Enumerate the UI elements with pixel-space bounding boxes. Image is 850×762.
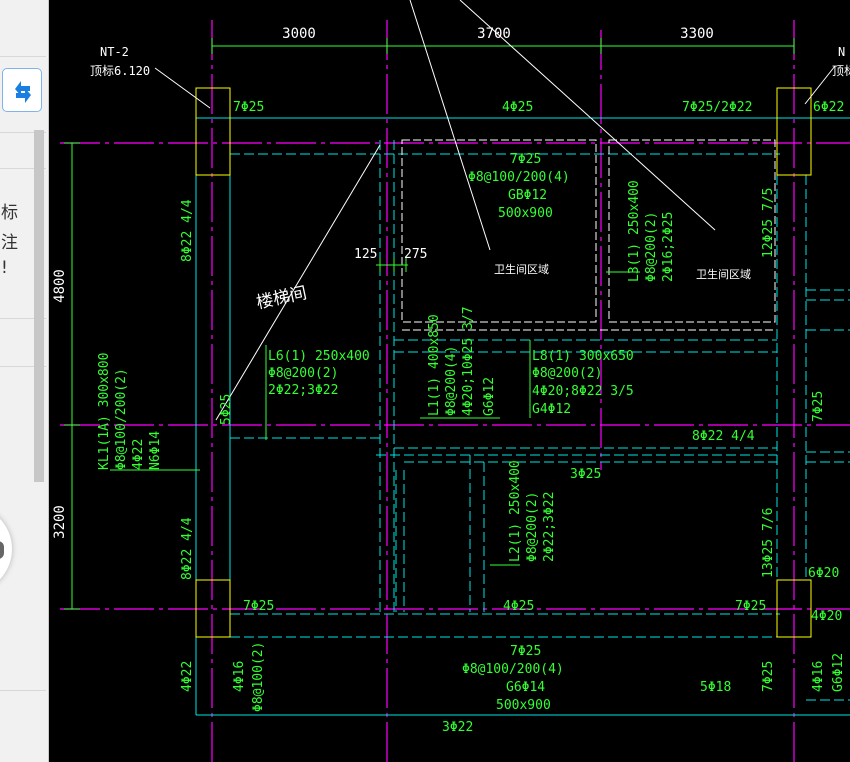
nt-mark-left: NT-2	[100, 45, 129, 59]
rebar-text: N6Φ14	[148, 431, 163, 470]
dim-cut-b: 275	[404, 247, 427, 262]
rebar-text: 5Φ25	[219, 394, 234, 425]
rebar-text: 6Φ20	[808, 566, 839, 581]
room-label-stair: 楼梯间	[255, 283, 309, 313]
rebar-text: 8Φ22 4/4	[180, 517, 195, 580]
rebar-text: G6Φ12	[482, 377, 497, 416]
dim-cut-a: 125	[354, 247, 377, 262]
nt-mark-right: N	[838, 45, 845, 59]
rebar-text: 4Φ20;8Φ22 3/5	[532, 384, 634, 399]
rebar-text: 3Φ25	[570, 467, 601, 482]
dim-top-1: 3000	[282, 26, 316, 42]
columns	[195, 87, 812, 638]
rebar-text: 4Φ25	[503, 599, 534, 614]
rebar-text: 4Φ22	[180, 661, 195, 692]
rebar-text: L8(1) 300x650	[532, 349, 634, 364]
rebar-text: Φ8@200(2)	[268, 366, 338, 381]
panel-divider	[0, 132, 46, 133]
grid-lines	[60, 20, 850, 762]
dim-left-1: 4800	[52, 269, 68, 303]
rebar-text: G4Φ12	[532, 402, 571, 417]
dimension-lines	[64, 38, 795, 610]
panel-divider	[0, 56, 46, 57]
rebar-text: 7Φ25	[510, 644, 541, 659]
rebar-text: Φ8@100(2)	[251, 642, 266, 712]
rebar-text: GBΦ12	[508, 188, 547, 203]
rebar-text: Φ8@200(4)	[444, 346, 459, 416]
column-top-right	[776, 87, 812, 176]
rebar-text: G6Φ14	[506, 680, 545, 695]
floating-toggle-button[interactable]	[0, 505, 12, 593]
panel-divider	[0, 366, 46, 367]
rebar-text: 4Φ16	[232, 661, 247, 692]
rebar-text: 7Φ25	[243, 599, 274, 614]
rebar-text: Φ8@200(2)	[644, 212, 659, 282]
rebar-text: Φ8@100/200(4)	[462, 662, 564, 677]
column-top-left	[195, 87, 231, 176]
rebar-text: 4Φ20;10Φ25 3/7	[461, 306, 476, 416]
room-outlines	[401, 139, 776, 331]
panel-divider	[0, 690, 46, 691]
rebar-text: 8Φ22 4/4	[180, 199, 195, 262]
rebar-text: 8Φ22 4/4	[692, 429, 755, 444]
rebar-text: 7Φ25	[510, 152, 541, 167]
scrollbar[interactable]	[34, 130, 44, 482]
dim-left-2: 3200	[52, 505, 68, 539]
rebar-text: 4Φ20	[811, 609, 842, 624]
rebar-text: 7Φ25	[811, 391, 826, 422]
rebar-text: KL1(1A) 300x800	[97, 353, 112, 470]
rebar-text: 2Φ22;3Φ22	[542, 492, 557, 562]
rebar-text: 5Φ18	[700, 680, 731, 695]
rebar-text: 7Φ25/2Φ22	[682, 100, 752, 115]
rebar-text: Φ8@200(2)	[525, 492, 540, 562]
side-text-char: !	[1, 258, 8, 278]
rebar-text: 13Φ25 7/6	[761, 508, 776, 578]
dim-top-3: 3300	[680, 26, 714, 42]
leader-lines	[154, 0, 836, 421]
room-label-bath-1: 卫生间区域	[494, 262, 549, 276]
rebar-text: 2Φ22;3Φ22	[268, 383, 338, 398]
panel-divider	[0, 168, 46, 169]
cad-drawing-canvas[interactable]: 3000 3700 3300 4800 3200 125 275 NT-2 顶标…	[48, 0, 850, 762]
column-bottom-left	[195, 579, 231, 638]
rebar-text: 7Φ25	[233, 100, 264, 115]
rebar-text: 4Φ25	[502, 100, 533, 115]
rebar-text: 6Φ22	[813, 100, 844, 115]
rebar-text: 12Φ25 7/5	[761, 188, 776, 258]
nt-mark-right-elev: 顶标	[832, 64, 850, 78]
side-text-char: 注	[1, 233, 18, 253]
rebar-text: Φ8@100/200(2)	[114, 368, 129, 470]
sync-button[interactable]	[2, 68, 42, 112]
rebar-text: 4Φ16	[811, 661, 826, 692]
rebar-text: 2Φ16;2Φ25	[661, 212, 676, 282]
rebar-text: Φ8@100/200(4)	[468, 170, 570, 185]
rebar-text: L6(1) 250x400	[268, 349, 370, 364]
left-side-panel: 标 注 !	[0, 0, 49, 762]
rebar-text: Φ8@200(2)	[532, 366, 602, 381]
dim-top-2: 3700	[477, 26, 511, 42]
rebar-text: 500x900	[496, 698, 551, 713]
rebar-text: 4Φ22	[131, 439, 146, 470]
side-text-char: 标	[1, 203, 18, 223]
rebar-text: G6Φ12	[831, 653, 846, 692]
rebar-text: 500x900	[498, 206, 553, 221]
rebar-text: 3Φ22	[442, 720, 473, 735]
rebar-text: L1(1) 400x850	[427, 314, 442, 416]
panel-divider	[0, 318, 46, 319]
nt-mark-left-elev: 顶标6.120	[90, 64, 150, 78]
rebar-text: L3(1) 250x400	[627, 180, 642, 282]
room-label-bath-2: 卫生间区域	[696, 267, 751, 281]
rebar-text: L2(1) 250x400	[508, 460, 523, 562]
rebar-text: 7Φ25	[735, 599, 766, 614]
rebar-text: 7Φ25	[761, 661, 776, 692]
column-bottom-right	[776, 579, 812, 638]
